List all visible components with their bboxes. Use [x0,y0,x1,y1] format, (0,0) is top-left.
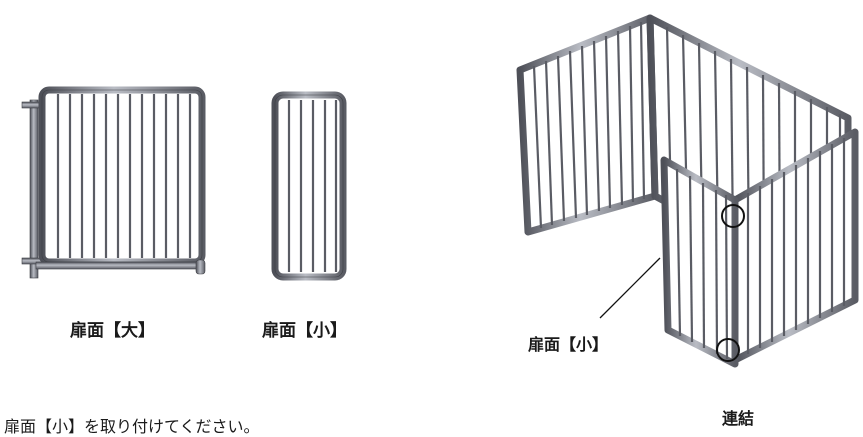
large-door-bars [56,94,192,258]
small-door-callout-label: 扉面【小】 [528,335,609,354]
large-door-label: 扉面【大】 [70,321,155,341]
assembled-enclosure [516,14,859,368]
small-door-panel [271,91,347,281]
small-door-label: 扉面【小】 [262,321,347,341]
front-small-door-panel [660,156,739,368]
large-door-wheel [195,259,206,275]
front-right-panel [731,128,859,364]
small-door-frame [271,91,347,281]
instruction-text: 扉面【小】を取り付けてください。 [4,417,260,436]
hinge-post [29,99,39,279]
large-door-bottom-rail [35,261,203,270]
large-door-panel [21,86,206,279]
connection-marker-bottom [716,338,740,362]
small-door-bars [287,100,338,272]
callout-leader-line [599,257,661,319]
connection-marker-top [721,204,745,228]
back-left-panel [516,14,659,236]
connection-label: 連結 [722,409,755,428]
